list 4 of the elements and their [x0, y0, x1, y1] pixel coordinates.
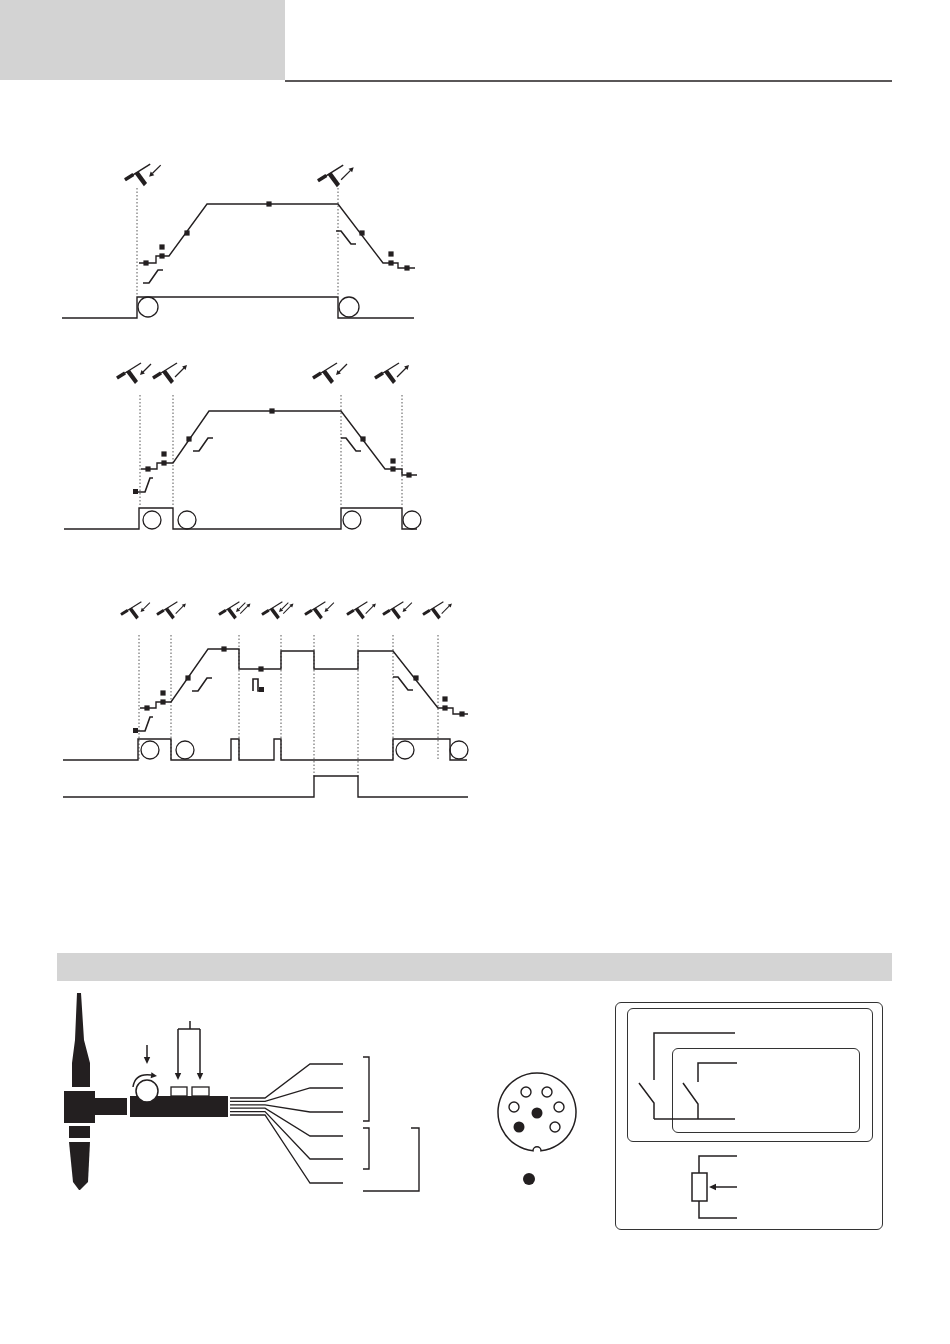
inner-frame [672, 1048, 860, 1133]
section-band [57, 953, 892, 981]
middle-frame [626, 1007, 873, 1142]
outer-frame [615, 1002, 883, 1230]
